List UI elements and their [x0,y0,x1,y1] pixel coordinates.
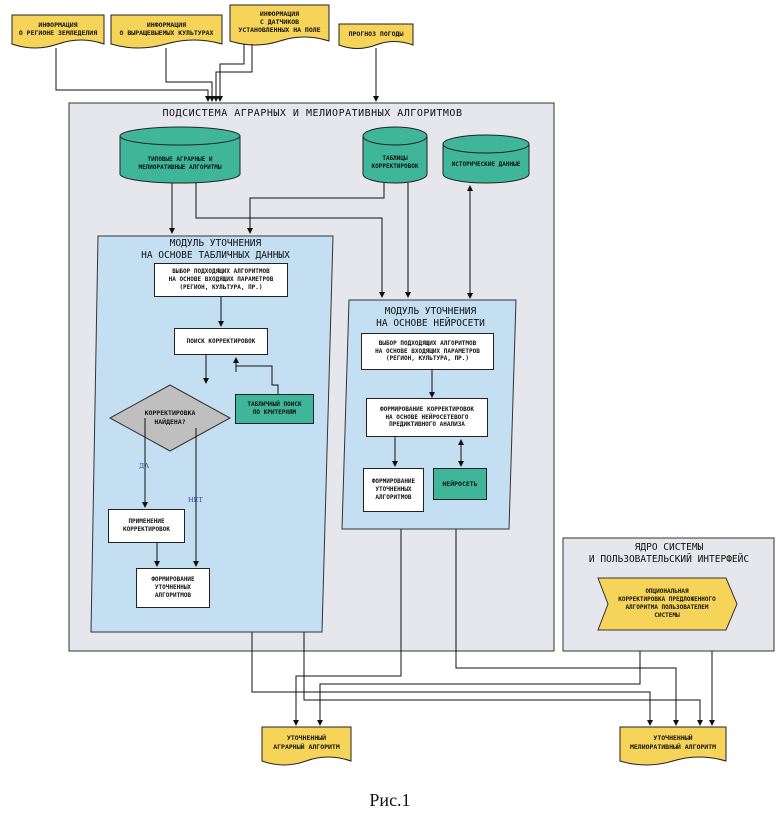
db-history-label: ИСТОРИЧЕСКИЕ ДАННЫЕ [443,155,529,173]
nn-module-title: МОДУЛЬ УТОЧНЕНИЯ НА ОСНОВЕ НЕЙРОСЕТИ [353,306,508,331]
decision-label: КОРРЕКТИРОВКА НАЙДЕНА? [122,404,218,432]
input-weather-doc: ПРОГНОЗ ПОГОДЫ [339,24,413,44]
apply-corrections-box: ПРИМЕНЕНИЕ КОРРЕКТИРОВОК [108,509,185,543]
nn-select-box: ВЫБОР ПОДХОДЯЩИХ АЛГОРИТМОВ НА ОСНОВЕ ВХ… [361,333,494,370]
table-form-box: ФОРМИРОВАНИЕ УТОЧНЕННЫХ АЛГОРИТМОВ [136,568,210,608]
table-search-box: ПОИСК КОРРЕКТИРОВОК [174,328,268,355]
input-region-doc: ИНФОРМАЦИЯ О РЕГИОНЕ ЗЕМЛЕДЕЛИЯ [12,15,104,43]
decision-yes-label: ДА [139,462,149,470]
input-sensors-doc: ИНФОРМАЦИЯ С ДАТЧИКОВ УСТАНОВЛЕННЫХ НА П… [230,5,329,39]
output-agrarian-doc: УТОЧНЕННЫЙ АГРАРНЫЙ АЛГОРИТМ [262,730,351,756]
optional-correction-label: ОПЦИОНАЛЬНАЯ КОРРЕКТИРОВКА ПРЕДЛОЖЕННОГО… [606,580,728,628]
table-search-criteria-box: ТАБЛИЧНЫЙ ПОИСК ПО КРИТЕРИЯМ [235,394,314,424]
core-title: ЯДРО СИСТЕМЫ И ПОЛЬЗОВАТЕЛЬСКИЙ ИНТЕРФЕЙ… [570,542,768,567]
nn-form-box: ФОРМИРОВАНИЕ УТОЧНЕННЫХ АЛГОРИТМОВ [363,468,424,512]
neural-network-box: НЕЙРОСЕТЬ [433,468,487,500]
table-module-title: МОДУЛЬ УТОЧНЕНИЯ НА ОСНОВЕ ТАБЛИЧНЫХ ДАН… [108,238,323,263]
nn-predict-box: ФОРМИРОВАНИЕ КОРРЕКТИРОВОК НА ОСНОВЕ НЕЙ… [366,398,488,437]
figure-caption: Рис.1 [340,790,440,811]
subsystem-title: ПОДСИСТЕМА АГРАРНЫХ И МЕЛИОРАТИВНЫХ АЛГО… [130,108,495,119]
db-corrections-label: ТАБЛИЦЫ КОРРЕКТИРОВОК [363,150,427,176]
input-crops-doc: ИНФОРМАЦИЯ О ВЫРАЩЕВЫЕМЫХ КУЛЬТУРАХ [111,15,222,43]
output-melioration-doc: УТОЧНЕННЫЙ МЕЛИОРАТИВНЫЙ АЛГОРИТМ [620,730,726,756]
db-typical-label: ТИПОВЫЕ АГРАРНЫЕ И МЕЛИОРАТИВНЫЕ АЛГОРИТ… [120,150,240,178]
table-select-box: ВЫБОР ПОДХОДЯЩИХ АЛГОРИТМОВ НА ОСНОВЕ ВХ… [154,263,288,297]
decision-no-label: НЕТ [188,496,203,504]
